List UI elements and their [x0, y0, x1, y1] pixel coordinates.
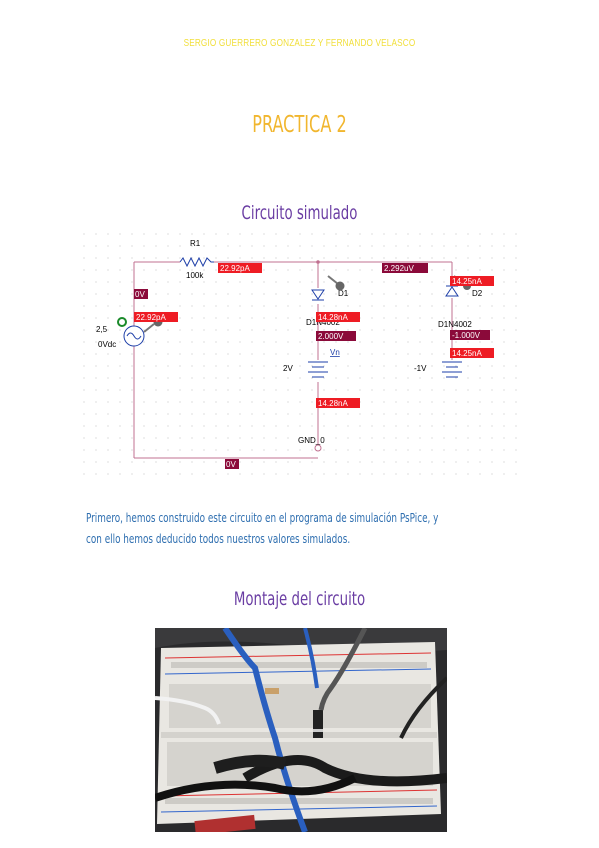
section-title-simulated: Circuito simulado: [241, 202, 358, 224]
junction-dot: [316, 260, 320, 264]
circuit-schematic: R1 100k 2,5 0Vdc D1 D1N4002 D2 D1N4002 2…: [82, 232, 522, 476]
resistor-component: [265, 688, 279, 694]
probe-d2-current: 14.25nA: [452, 277, 482, 286]
section-title-assembly: Montaje del circuito: [233, 588, 366, 610]
probe-v3-current: 14.25nA: [452, 349, 482, 358]
diode-d1: [311, 289, 325, 301]
probe-top-left-voltage: 0V: [135, 290, 145, 299]
r1-name: R1: [190, 239, 201, 248]
source-dc: 0Vdc: [98, 340, 116, 349]
probe-source-current: 22.92pA: [136, 313, 166, 322]
d1-model: D1N4002: [306, 318, 340, 327]
sine-icon: [126, 332, 142, 340]
battery-2v: [308, 361, 328, 378]
r1-value: 100k: [186, 271, 204, 280]
probe-r1-current: 22.92pA: [220, 264, 250, 273]
authors-header: SERGIO GUERRERO GONZALEZ Y FERNANDO VELA…: [183, 38, 416, 49]
probe-d1-voltage: 2.000V: [318, 332, 344, 341]
voltage-marker-icon: [117, 317, 127, 327]
probe-pin-icon: [327, 275, 345, 291]
ground-icon: [314, 444, 322, 452]
probe-v2-current: 14.28nA: [318, 399, 348, 408]
paragraph-line-1: Primero, hemos construido este circuito …: [86, 511, 439, 525]
page-title: PRACTICA 2: [252, 112, 347, 138]
v2-value: 2V: [283, 364, 293, 373]
paragraph-line-2: con ello hemos deducido todos nuestros v…: [86, 532, 351, 546]
probe-bottom-voltage: 0V: [226, 460, 236, 469]
probe-top-right-voltage: 2.292uV: [384, 264, 414, 273]
battery-minus-1v: [442, 361, 462, 378]
probe-d2-voltage: -1.000V: [452, 331, 481, 340]
probe-d1-current: 14.28nA: [318, 313, 348, 322]
source-value: 2,5: [96, 325, 108, 334]
description-paragraph: Primero, hemos construido este circuito …: [86, 508, 516, 550]
breadboard-photo: [155, 628, 447, 832]
d2-model: D1N4002: [438, 320, 472, 329]
v2-label: Vn: [330, 348, 340, 357]
resistor-r1: [179, 256, 214, 268]
d2-name: D2: [472, 289, 483, 298]
ground-label: GND_0: [298, 436, 325, 445]
diode-component: [313, 710, 323, 738]
d1-name: D1: [338, 289, 349, 298]
v3-value: -1V: [414, 364, 427, 373]
grid-background: [82, 232, 522, 476]
